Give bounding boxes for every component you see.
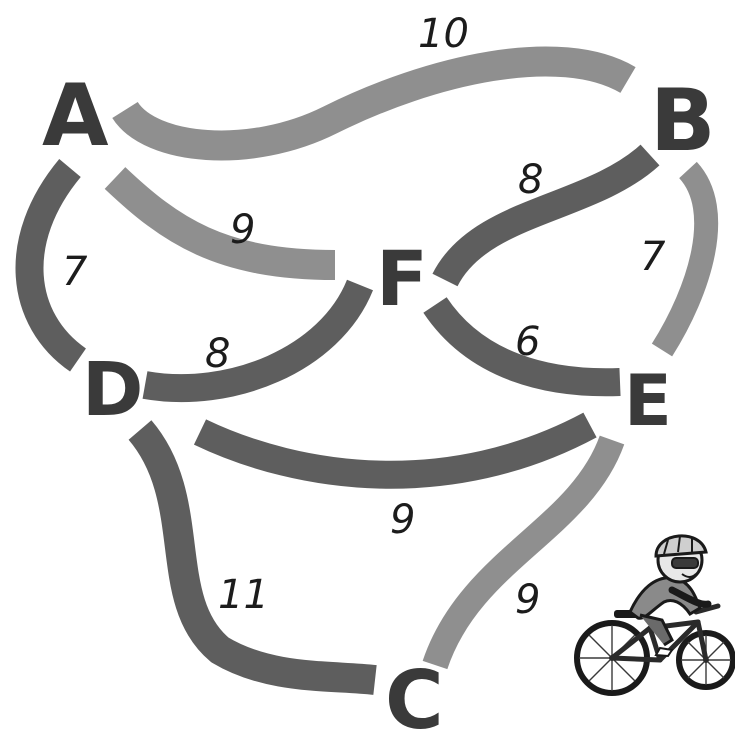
road-b-e <box>651 161 719 357</box>
road-a-b <box>112 46 636 161</box>
node-d: D <box>82 347 143 433</box>
weight-label-f-e: 6 <box>515 319 540 365</box>
road-d-e <box>193 412 597 489</box>
node-b: B <box>650 71 716 171</box>
road-a-d <box>15 159 87 372</box>
road-e-c <box>422 435 625 670</box>
node-f: F <box>376 234 428 323</box>
weight-label-a-b: 10 <box>418 11 469 57</box>
road-b-f <box>432 144 660 287</box>
road-d-c <box>128 420 377 695</box>
roads <box>15 46 719 695</box>
weight-label-d-c: 11 <box>218 572 269 618</box>
weight-label-b-f: 8 <box>518 157 543 203</box>
road-d-f <box>142 279 373 403</box>
node-a: A <box>42 66 109 166</box>
node-c: C <box>385 654 444 734</box>
edge-weights: 10 7 9 8 7 8 6 9 11 9 <box>62 11 666 623</box>
weight-label-d-e: 9 <box>390 497 415 543</box>
road-a-f <box>104 167 336 280</box>
weight-label-b-e: 7 <box>640 234 666 280</box>
node-e: E <box>624 360 672 442</box>
weight-label-a-d: 7 <box>62 249 88 295</box>
cyclist-illustration <box>574 534 735 696</box>
nodes: A B F D E C <box>42 66 716 734</box>
weight-label-e-c: 9 <box>515 577 540 623</box>
road-f-e <box>423 296 621 397</box>
weight-label-a-f: 9 <box>230 207 255 253</box>
weight-label-d-f: 8 <box>205 331 230 377</box>
